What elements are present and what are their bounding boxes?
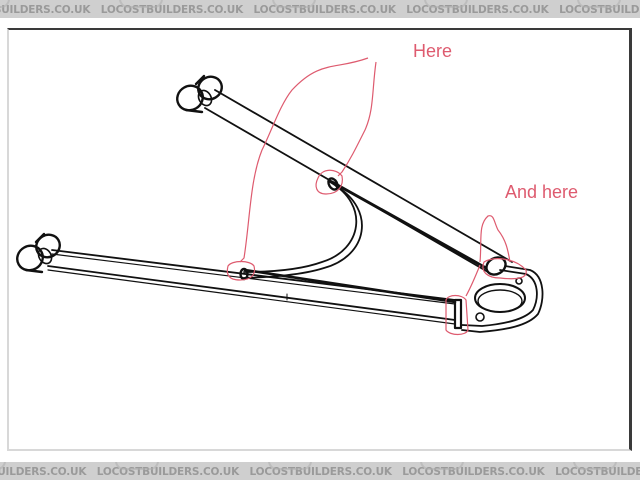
watermark-text: LOCOSTBUILDERS.CO.UK — [254, 0, 396, 18]
watermark-text: LOCOSTBUILDERS.CO.UK — [402, 462, 545, 480]
watermark-text: LOCOSTBUILDERS.CO.UK — [406, 0, 549, 18]
annotation-label-and-here: And here — [505, 182, 579, 202]
annotation-circle-lower-left — [226, 260, 256, 281]
upper-arm-tube — [204, 89, 513, 273]
annotation-circle-upper — [315, 169, 343, 195]
watermark-text: LOCOSTBUILDERS.CO.UK — [559, 0, 640, 18]
curved-brace — [239, 177, 363, 281]
watermark-text: LOCOSTBUILDERS.CO.UK — [0, 462, 87, 480]
watermark-strip-bottom: LOCOSTBUILDERS.CO.UK LOCOSTBUILDERS.CO.U… — [0, 462, 640, 480]
watermark-text: LOCOSTBUILDERS.CO.UK — [97, 462, 239, 480]
annotation-outline-left — [239, 57, 369, 263]
annotation-outline-mid — [337, 61, 377, 177]
watermark-text: LOCOSTBUILDERS.CO.UK — [555, 462, 640, 480]
annotation-outline-right — [479, 215, 511, 263]
drawing-frame — [7, 28, 632, 451]
annotation-circle-right — [482, 258, 527, 280]
upper-bush-icon — [176, 74, 223, 114]
watermark-text: LOCOSTBUILDERS.CO.UK — [101, 0, 243, 18]
watermark-text: LOCOSTBUILDERS.CO.UK — [250, 462, 392, 480]
annotation-label-here: Here — [413, 41, 453, 61]
annotation-circle-lower-right — [445, 294, 469, 336]
lower-bush-icon — [16, 232, 61, 274]
watermark-text: LOCOSTBUILDERS.CO.UK — [0, 0, 91, 18]
ball-joint-plate — [453, 256, 544, 333]
watermark-strip-top: LOCOSTBUILDERS.CO.UK LOCOSTBUILDERS.CO.U… — [0, 0, 640, 18]
lower-arm-tube — [47, 249, 457, 325]
annotation-link-right — [465, 264, 481, 297]
